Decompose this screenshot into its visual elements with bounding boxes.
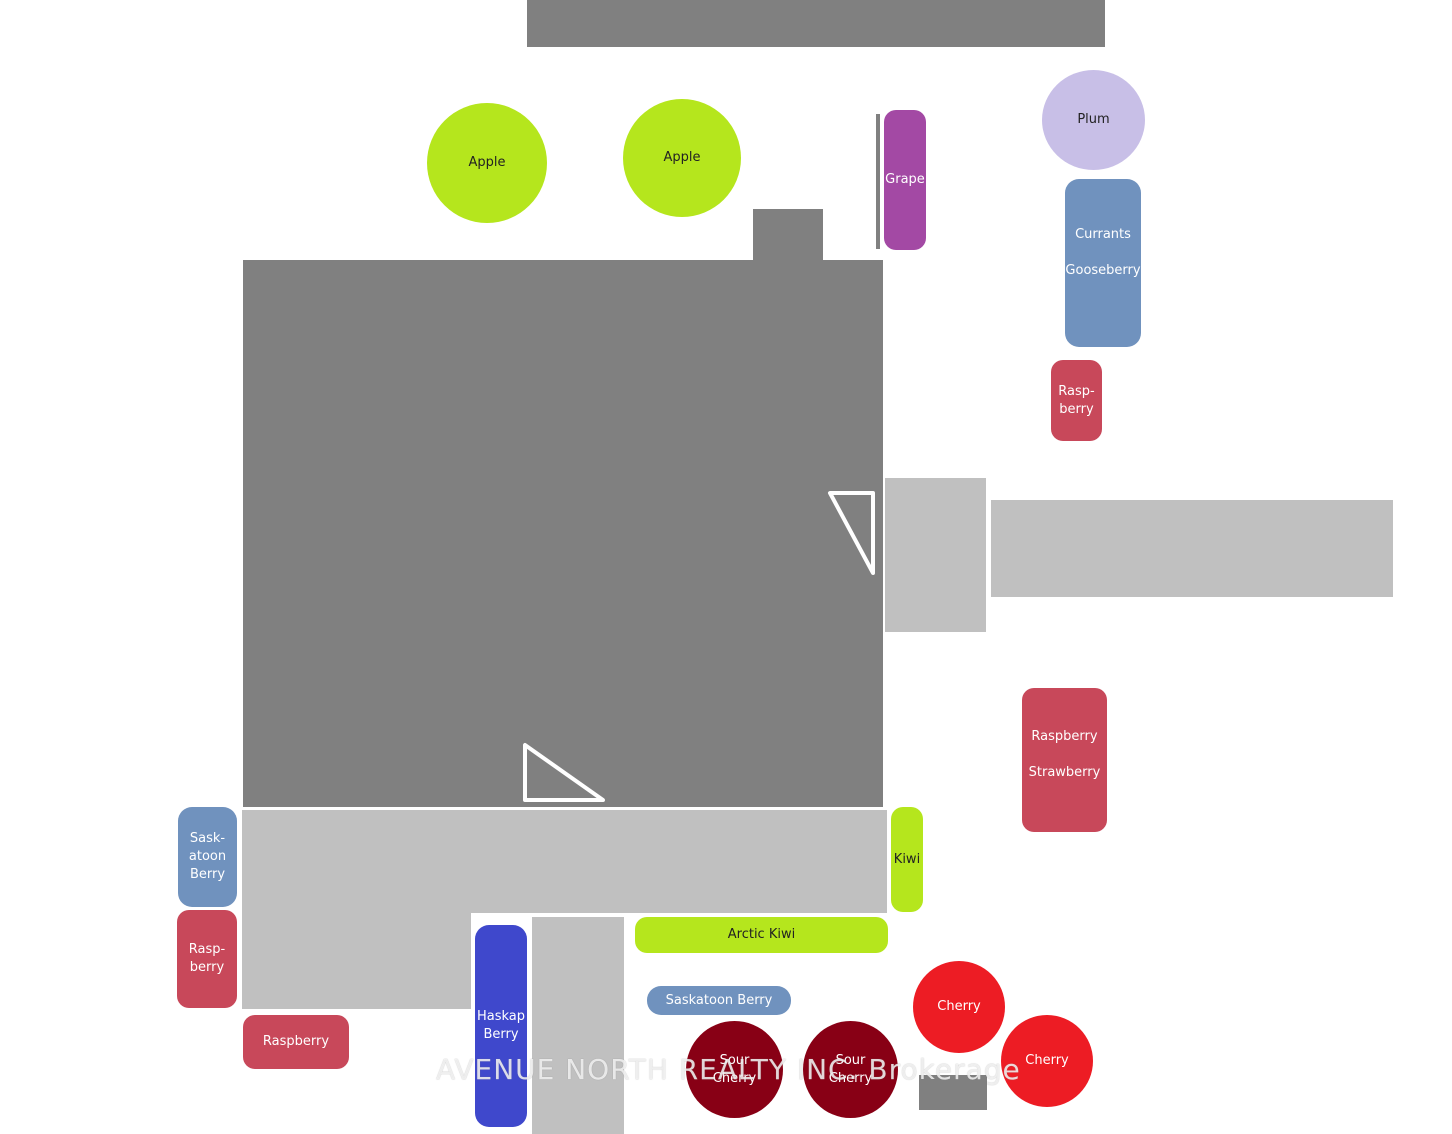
raspberry-bed-southwest: Raspberry [243,1015,349,1069]
raspberry-e-label: Raspberry [1031,729,1098,744]
apple-tree-1-label: Apple [468,155,506,170]
east-driveway [991,500,1393,597]
kiwi-label: Kiwi [893,851,921,867]
watermark: AVENUE NORTH REALTY INC. Brokerage [436,1053,1021,1086]
kiwi-vine: Kiwi [891,807,923,912]
plum-label: Plum [1077,112,1110,127]
raspberry-sw-label: Raspberry [262,1034,330,1049]
currants-gooseberry-bed: Currants Gooseberry [1065,179,1141,347]
arctic-kiwi-bed: Arctic Kiwi [635,917,888,953]
east-door-triangle [828,491,875,575]
raspberry-ne-label-line1: Rasp- [1058,383,1095,399]
sour-cherry-2-label-line1: Sour [835,1052,866,1068]
saskatoon-s-label: Saskatoon Berry [665,992,773,1008]
trellis-post [876,114,880,249]
gooseberry-label: Gooseberry [1065,263,1141,278]
haskap-label-line1: Haskap [476,1009,526,1024]
sour-cherry-tree-1: Sour Cherry [686,1021,783,1118]
haskap-bed: Haskap Berry [475,925,527,1127]
southwest-patio [242,910,471,1009]
raspberry-strawberry-bed: Raspberry Strawberry [1022,688,1107,832]
small-structure-south [919,1075,987,1110]
cherry-1-label: Cherry [937,999,981,1014]
grape-vine: Grape [884,110,926,250]
raspberry-bed-west: Rasp- berry [177,910,237,1008]
saskatoon-w-label-line2: atoon [188,849,227,864]
sour-cherry-tree-2: Sour Cherry [803,1021,898,1118]
east-landing [885,478,986,632]
apple-tree-2-label: Apple [663,150,701,165]
raspberry-bed-ne: Rasp- berry [1051,360,1102,441]
currants-label: Currants [1075,227,1131,242]
raspberry-w-label-line1: Rasp- [188,942,226,957]
cherry-2-label: Cherry [1025,1053,1069,1068]
cherry-tree-1: Cherry [913,961,1005,1053]
strawberry-label: Strawberry [1028,765,1101,780]
sour-cherry-1-label-line2: Cherry [712,1070,757,1086]
saskatoon-w-label-line1: Sask- [189,831,226,846]
saskatoon-bed-south: Saskatoon Berry [647,986,791,1015]
arctic-kiwi-label: Arctic Kiwi [727,927,796,942]
top-structure [527,0,1105,47]
house-main [243,260,883,807]
apple-tree-2: Apple [623,99,741,217]
plum-tree: Plum [1042,70,1145,170]
sour-cherry-1-label-line1: Sour [719,1052,750,1068]
saskatoon-bed-west: Sask- atoon Berry [178,807,237,907]
raspberry-w-label-line2: berry [189,960,225,975]
chimney [753,209,823,261]
sour-cherry-2-label-line2: Cherry [828,1070,873,1086]
raspberry-ne-label-line2: berry [1059,401,1094,417]
grape-label: Grape [885,172,925,187]
south-door-triangle [523,743,605,802]
south-walkway [532,917,624,1134]
apple-tree-1: Apple [427,103,547,223]
south-patio [242,810,887,913]
cherry-tree-2: Cherry [1001,1015,1093,1107]
saskatoon-w-label-line3: Berry [189,867,226,882]
haskap-label-line2: Berry [483,1027,519,1042]
